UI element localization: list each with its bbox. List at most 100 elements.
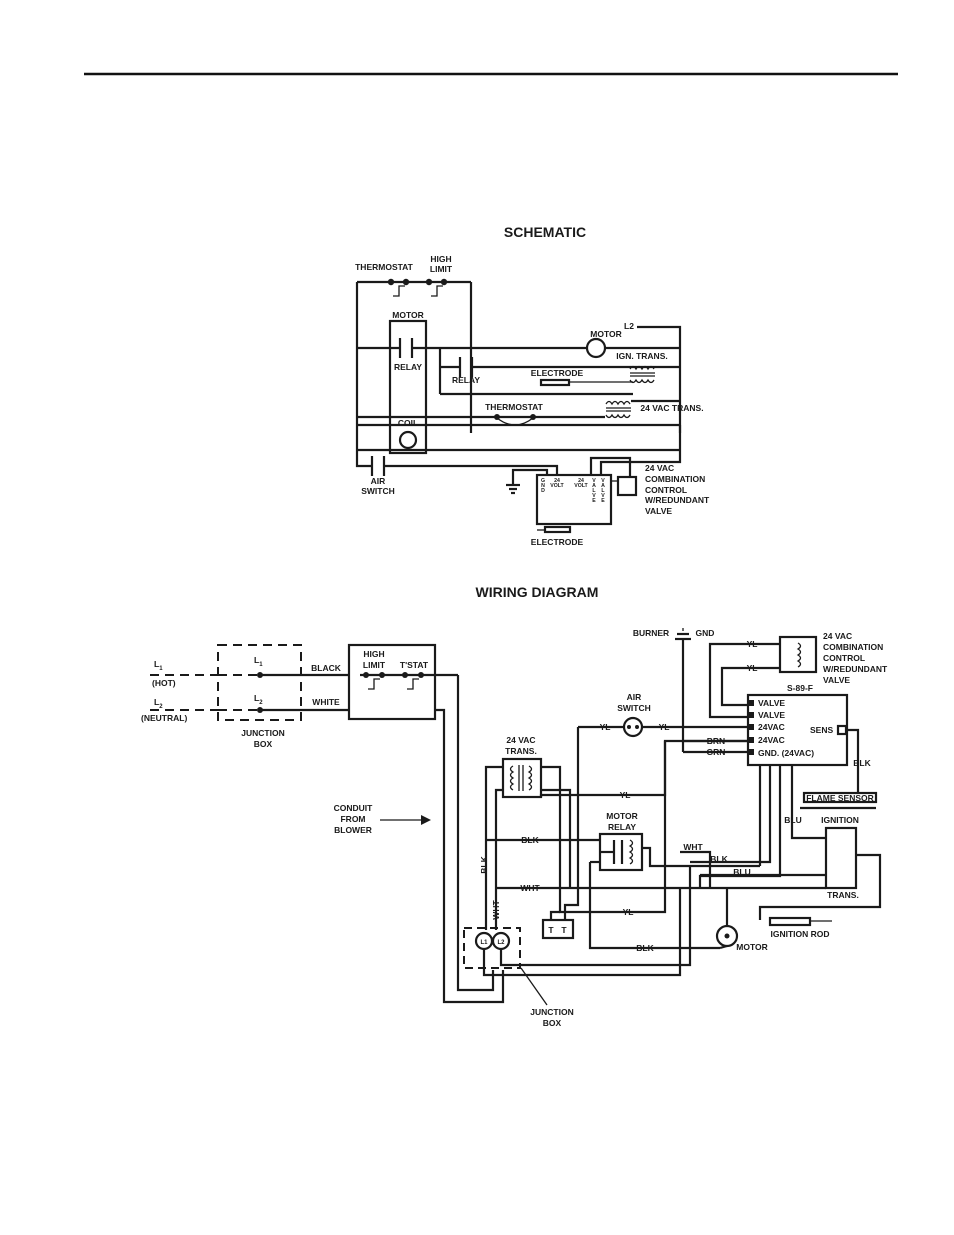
label-blk-vertical: BLK [479,855,489,873]
label-yl-4: YL [659,722,670,732]
label-24-a: 24 [554,478,560,484]
label-air: AIR [371,476,386,486]
label-gnd-24vac: GND. (24VAC) [758,748,814,758]
label-thermostat-2: THERMOSTAT [485,402,544,412]
label-valve-v: E [601,498,605,504]
wire [690,765,772,864]
ign-trans-coil [629,365,655,371]
vac-trans-coil [605,413,631,419]
contact [418,672,424,678]
label-conduit: CONDUIT [334,803,374,813]
label-gnd-g: G [541,478,545,484]
ground-wire [511,468,549,484]
terminal [748,724,754,730]
24vac-transformer [501,757,543,799]
s89f-module [746,693,849,767]
wire [588,862,720,950]
label-24vac-b: 24VAC [758,735,785,745]
label-combo-2: COMBINATION [645,474,705,484]
wire [541,788,572,888]
label-ignition-rod: IGNITION ROD [770,929,829,939]
label-coil: COIL [398,418,418,428]
high-limit-switch-symbol [368,678,380,690]
yl-wire-valve [708,642,780,719]
label-yl-2: YL [623,907,634,917]
label-motor: MOTOR [590,329,621,339]
label-junction-2: JUNCTION [530,1007,573,1017]
ign-trans-coil [629,378,655,384]
label-yl-3: YL [600,722,611,732]
wiring-diagram: WIRING DIAGRAM L1 (HOT) L2 (NEUTRAL) L1 … [141,584,888,1028]
terminal [748,712,754,718]
electrode-symbol [539,378,571,387]
schematic-title: SCHEMATIC [504,224,586,240]
label-jl2: L2 [497,940,505,946]
label-limit: LIMIT [430,264,453,274]
vac-trans-coil [605,400,631,406]
label-combo-5: VALVE [645,506,672,516]
label-box-2: BOX [543,1018,562,1028]
label-ignition: IGNITION [821,815,859,825]
label-volt-b: VOLT [574,483,588,489]
wire [484,765,503,930]
label-jb-l2: L2 [254,693,263,706]
thermostat-contact [387,278,395,286]
label-24-b: 24 [578,478,584,484]
label-switch: SWITCH [361,486,395,496]
wire [499,866,692,967]
junction-box-2 [463,927,521,969]
label-l2: L2 [154,697,163,710]
label-24vac: 24 VAC [506,735,535,745]
conduit-wire-wht [435,708,505,1004]
conduit-wire-blk [456,675,495,992]
label-ign-trans: TRANS. [827,890,859,900]
ignition-rod [768,916,812,927]
combination-control-box [535,473,613,526]
label-valve-v: V [601,478,605,484]
label-limit: LIMIT [363,660,386,670]
label-electrode: ELECTRODE [531,368,584,378]
label-high: HIGH [363,649,384,659]
label-motor-relay-2: RELAY [608,822,636,832]
coil-symbol [398,430,418,450]
label-box-1: BOX [254,739,273,749]
label-blu-a: BLU [784,815,801,825]
relay-coil [628,839,634,865]
label-24vac-trans: 24 VAC TRANS. [640,403,703,413]
label-air: AIR [627,692,642,702]
wire [719,944,728,950]
label-motor-relay-1: MOTOR [606,811,637,821]
label-gnd-d: D [541,488,545,494]
label-motor-box: MOTOR [392,310,423,320]
flame-sensor [802,791,878,804]
label-combo-5: VALVE [823,675,850,685]
junction-box-1 [217,644,302,721]
label-blk-b: BLK [710,854,728,864]
label-motor: MOTOR [736,942,767,952]
label-yl-5: YL [747,639,758,649]
label-switch: SWITCH [617,703,651,713]
label-thermostat: THERMOSTAT [355,262,414,272]
wire [589,456,632,476]
label-combo-3: CONTROL [645,485,687,495]
label-grn: GRN [707,747,726,757]
label-white: WHITE [312,697,340,707]
jb-terminal [257,707,263,713]
label-tt-1: T [548,925,554,935]
label-hot: (HOT) [152,678,176,688]
jb-terminal [257,672,263,678]
label-burner: BURNER [633,628,669,638]
high-limit-switch-symbol [431,285,443,297]
label-combo-4: W/REDUNDANT [645,495,710,505]
label-high: HIGH [430,254,451,264]
combination-valve-coil-box [778,635,818,674]
label-l1: L1 [154,659,163,672]
electrode-2-symbol [543,525,572,534]
label-valve-v: A [592,483,596,489]
tt-terminal-block [541,918,575,940]
label-valve-v: L [601,488,605,494]
label-valve-v: E [592,498,596,504]
sens-terminal [836,724,848,736]
